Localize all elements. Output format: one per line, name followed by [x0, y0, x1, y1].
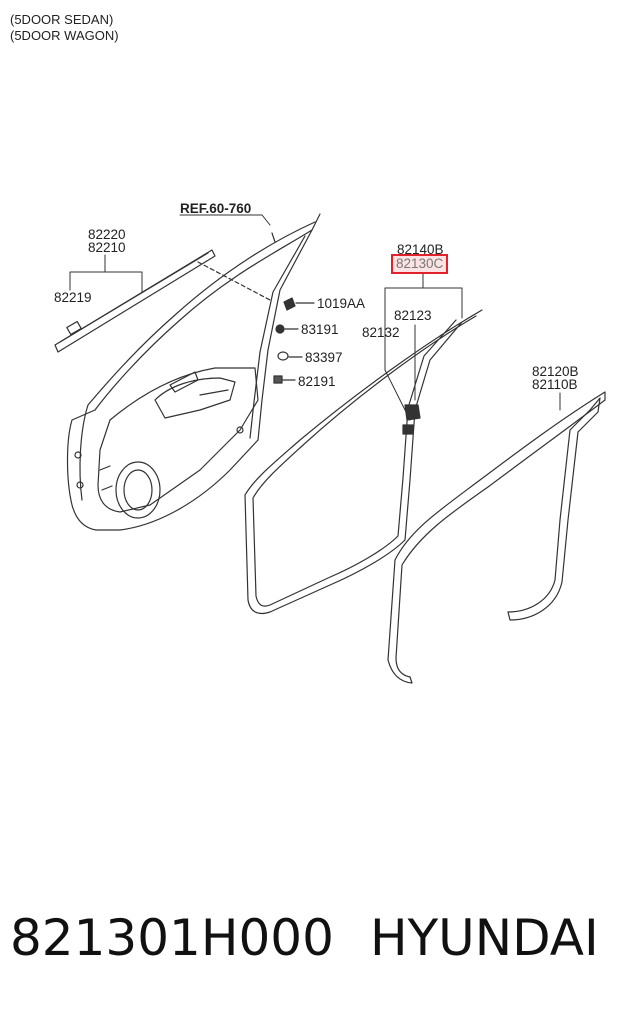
part-label-82220[interactable]: 82220: [88, 227, 126, 242]
part-label-82191[interactable]: 82191: [298, 374, 336, 389]
fastener-82191: [273, 375, 296, 384]
part-label-82132[interactable]: 82132: [362, 325, 400, 340]
part-label-82210[interactable]: 82210: [88, 240, 126, 255]
door-weatherstrip: [244, 309, 483, 615]
part-label-1019aa[interactable]: 1019AA: [317, 296, 366, 311]
part-label-82140b[interactable]: 82140B: [397, 242, 444, 257]
front-door-assembly: [66, 213, 321, 531]
leader-lines: [69, 214, 561, 421]
part-label-83191[interactable]: 83191: [301, 322, 339, 337]
ref-label[interactable]: REF.60-760: [180, 201, 252, 216]
footer-part-number: 821301H000: [10, 909, 334, 967]
belt-moulding-strip: [54, 249, 216, 353]
part-label-82130c-highlighted[interactable]: 82130C: [391, 254, 449, 274]
part-label-82219[interactable]: 82219: [54, 290, 92, 305]
fastener-83397: [277, 351, 303, 361]
header-line-sedan: (5DOOR SEDAN): [10, 12, 114, 27]
part-label-83397[interactable]: 83397: [305, 350, 343, 365]
body-weatherstrip: [387, 391, 606, 684]
part-label-82120b[interactable]: 82120B: [532, 364, 579, 379]
footer-brand: HYUNDAI: [370, 909, 599, 967]
fastener-83191: [275, 324, 299, 334]
part-label-82110b[interactable]: 82110B: [532, 377, 578, 392]
header-line-wagon: (5DOOR WAGON): [10, 28, 119, 43]
fastener-1019aa: [283, 297, 315, 311]
part-label-82123[interactable]: 82123: [394, 308, 432, 323]
